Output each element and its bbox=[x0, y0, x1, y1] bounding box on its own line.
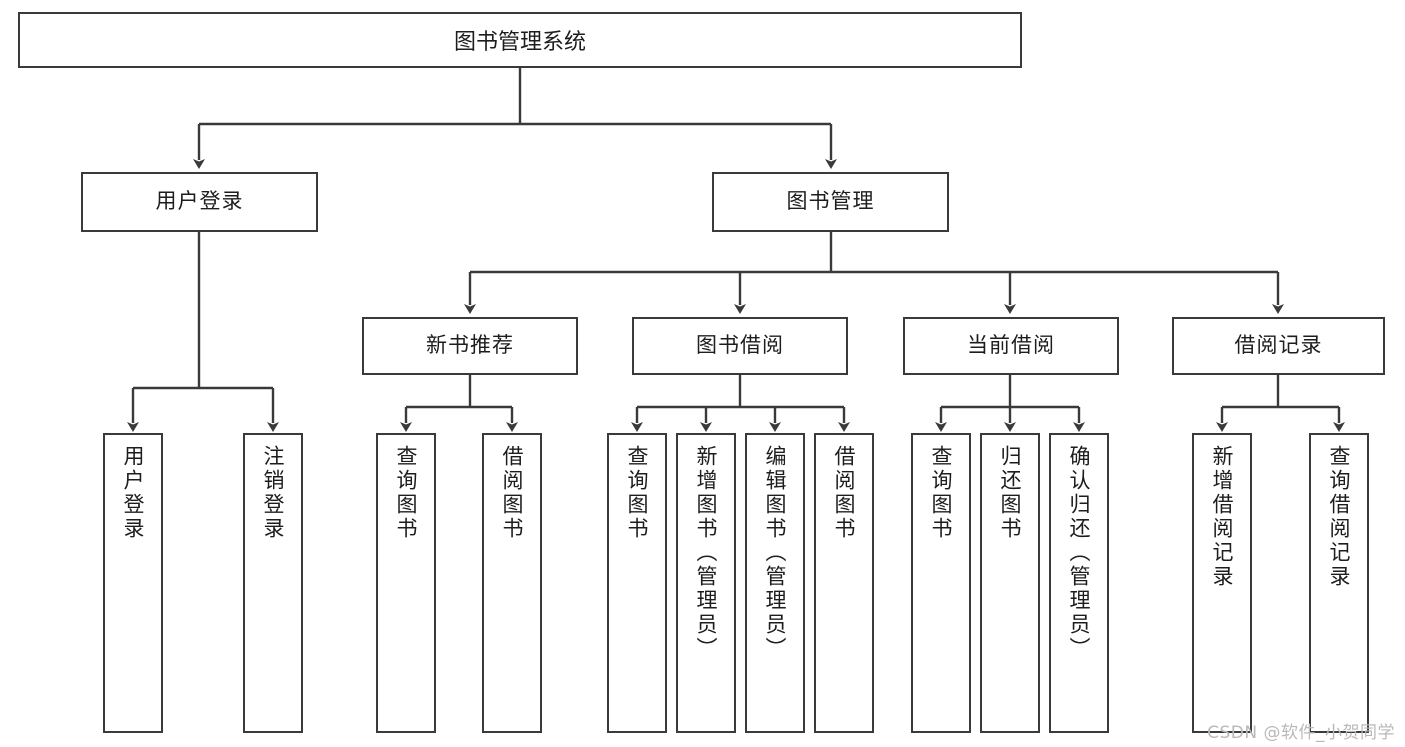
node-borrow-record[interactable]: 借阅记录 bbox=[1172, 317, 1385, 375]
node-label: 查询图书 bbox=[929, 445, 954, 541]
node-label: 新增图书（管理员） bbox=[694, 445, 719, 661]
node-label: 当前借阅 bbox=[967, 333, 1055, 358]
node-leaf-query-book-3[interactable]: 查询图书 bbox=[911, 433, 971, 733]
node-label: 借阅记录 bbox=[1234, 333, 1323, 358]
node-label: 图书管理系统 bbox=[453, 30, 586, 55]
node-leaf-user-login[interactable]: 用户登录 bbox=[103, 433, 163, 733]
node-label: 编辑图书（管理员） bbox=[763, 445, 788, 661]
node-leaf-add-book[interactable]: 新增图书（管理员） bbox=[676, 433, 736, 733]
node-label: 用户登录 bbox=[155, 189, 244, 214]
node-leaf-query-book-2[interactable]: 查询图书 bbox=[607, 433, 667, 733]
node-leaf-query-book-1[interactable]: 查询图书 bbox=[376, 433, 436, 733]
node-current-borrow[interactable]: 当前借阅 bbox=[903, 317, 1119, 375]
node-label: 查询借阅记录 bbox=[1327, 445, 1352, 589]
node-label: 新书推荐 bbox=[426, 333, 514, 358]
node-leaf-edit-book[interactable]: 编辑图书（管理员） bbox=[745, 433, 805, 733]
node-leaf-borrow-book-1[interactable]: 借阅图书 bbox=[482, 433, 542, 733]
node-leaf-borrow-book-2[interactable]: 借阅图书 bbox=[814, 433, 874, 733]
node-label: 查询图书 bbox=[394, 445, 419, 541]
node-leaf-return-book[interactable]: 归还图书 bbox=[980, 433, 1040, 733]
node-label: 图书管理 bbox=[786, 189, 875, 214]
node-new-book-rec[interactable]: 新书推荐 bbox=[362, 317, 578, 375]
node-label: 查询图书 bbox=[625, 445, 650, 541]
node-user-login[interactable]: 用户登录 bbox=[81, 172, 318, 232]
node-root-system[interactable]: 图书管理系统 bbox=[18, 12, 1022, 68]
node-leaf-confirm-return[interactable]: 确认归还（管理员） bbox=[1049, 433, 1109, 733]
node-book-manage[interactable]: 图书管理 bbox=[712, 172, 949, 232]
node-label: 图书借阅 bbox=[696, 333, 784, 358]
node-leaf-add-record[interactable]: 新增借阅记录 bbox=[1192, 433, 1252, 733]
node-leaf-query-record[interactable]: 查询借阅记录 bbox=[1309, 433, 1369, 733]
node-leaf-logout[interactable]: 注销登录 bbox=[243, 433, 303, 733]
node-label: 借阅图书 bbox=[500, 445, 525, 541]
node-label: 确认归还（管理员） bbox=[1067, 445, 1092, 661]
node-book-borrow[interactable]: 图书借阅 bbox=[632, 317, 848, 375]
watermark-text: CSDN @软件_小贺同学 bbox=[1207, 723, 1395, 743]
node-label: 借阅图书 bbox=[832, 445, 857, 541]
node-label: 归还图书 bbox=[998, 445, 1023, 541]
node-label: 注销登录 bbox=[261, 445, 286, 541]
node-label: 用户登录 bbox=[121, 445, 146, 541]
node-label: 新增借阅记录 bbox=[1210, 445, 1235, 589]
